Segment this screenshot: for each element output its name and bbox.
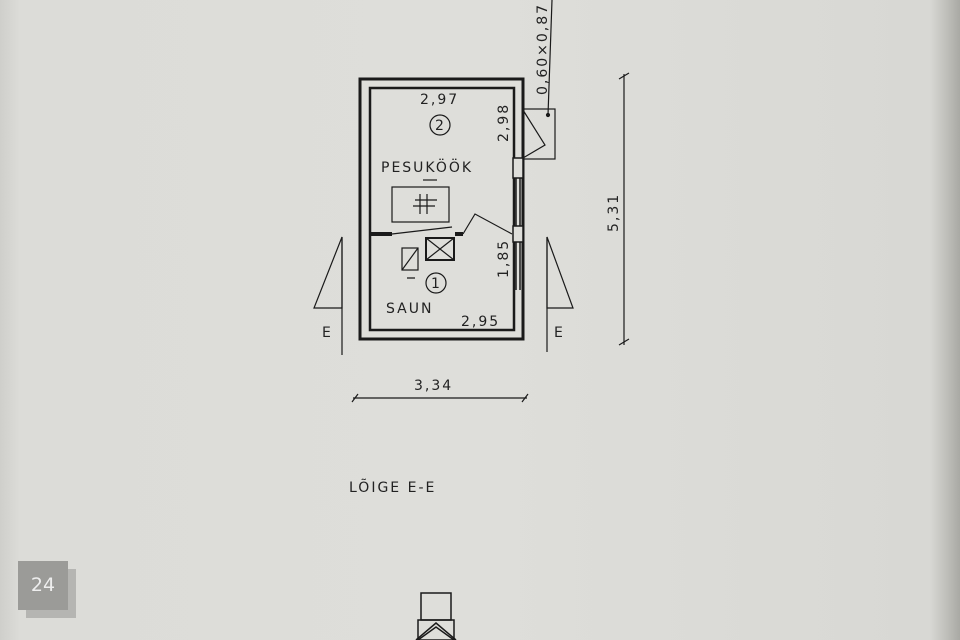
room1-number: 1	[431, 276, 442, 292]
room1-width: 2,95	[461, 314, 500, 330]
window-size-label: 0,60×0,87	[535, 3, 551, 95]
door-exterior	[522, 0, 556, 160]
room2-number: 2	[435, 118, 446, 134]
section-marker-right: E	[554, 325, 565, 341]
room2-length: 2,98	[496, 103, 512, 142]
section-title: LÕIGE E-E	[349, 479, 436, 496]
room2-name: PESUKÖÖK	[381, 158, 473, 176]
total-length-label: 5,31	[606, 193, 622, 232]
window-right	[512, 157, 524, 290]
door-interior	[391, 213, 513, 235]
dimension-lines	[351, 72, 630, 403]
room2-width: 2,97	[420, 92, 459, 108]
section-marker-left: E	[322, 325, 333, 341]
chimney-section	[415, 592, 457, 640]
total-width-label: 3,34	[414, 378, 453, 394]
room1-length: 1,85	[496, 239, 512, 278]
section-markers	[313, 236, 574, 355]
walls	[358, 77, 525, 341]
stove-and-bench	[391, 114, 455, 294]
page-number-badge: 24	[18, 561, 68, 610]
room1-name: SAUN	[386, 301, 433, 317]
